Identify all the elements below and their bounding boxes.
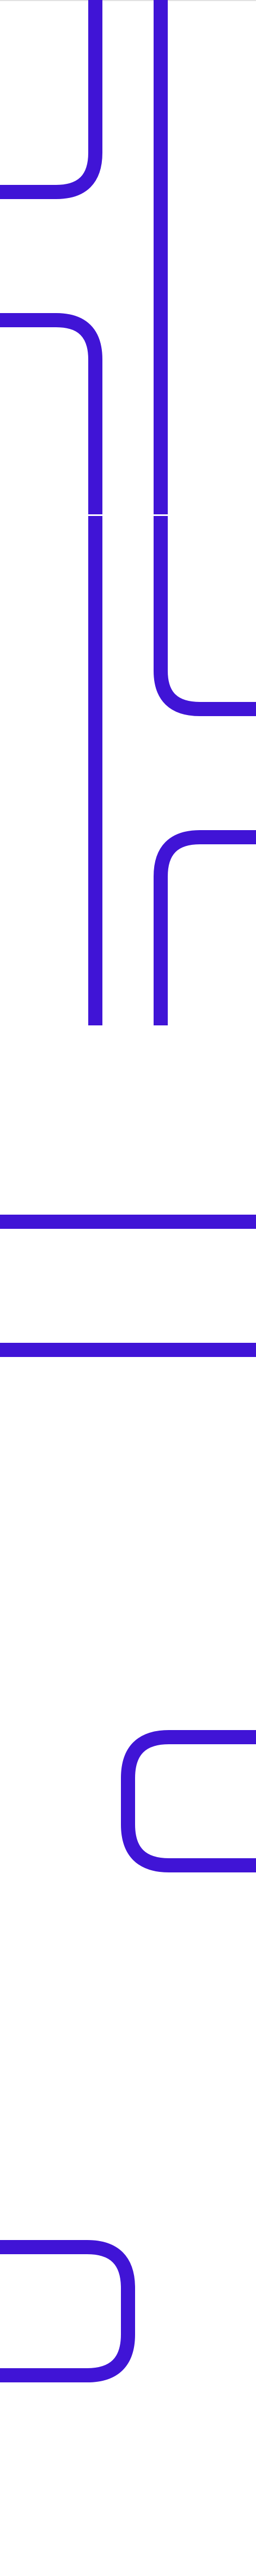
bracket-right (121, 1730, 256, 1872)
hook-left-top (0, 0, 102, 199)
bracket-left (0, 2240, 135, 2382)
hook-right-lower (154, 830, 256, 1025)
top-border (0, 0, 256, 1)
vertical-right-top (154, 0, 256, 716)
seam-right (154, 514, 168, 516)
hook-left-lower (0, 313, 102, 1025)
seam-left (88, 514, 102, 516)
